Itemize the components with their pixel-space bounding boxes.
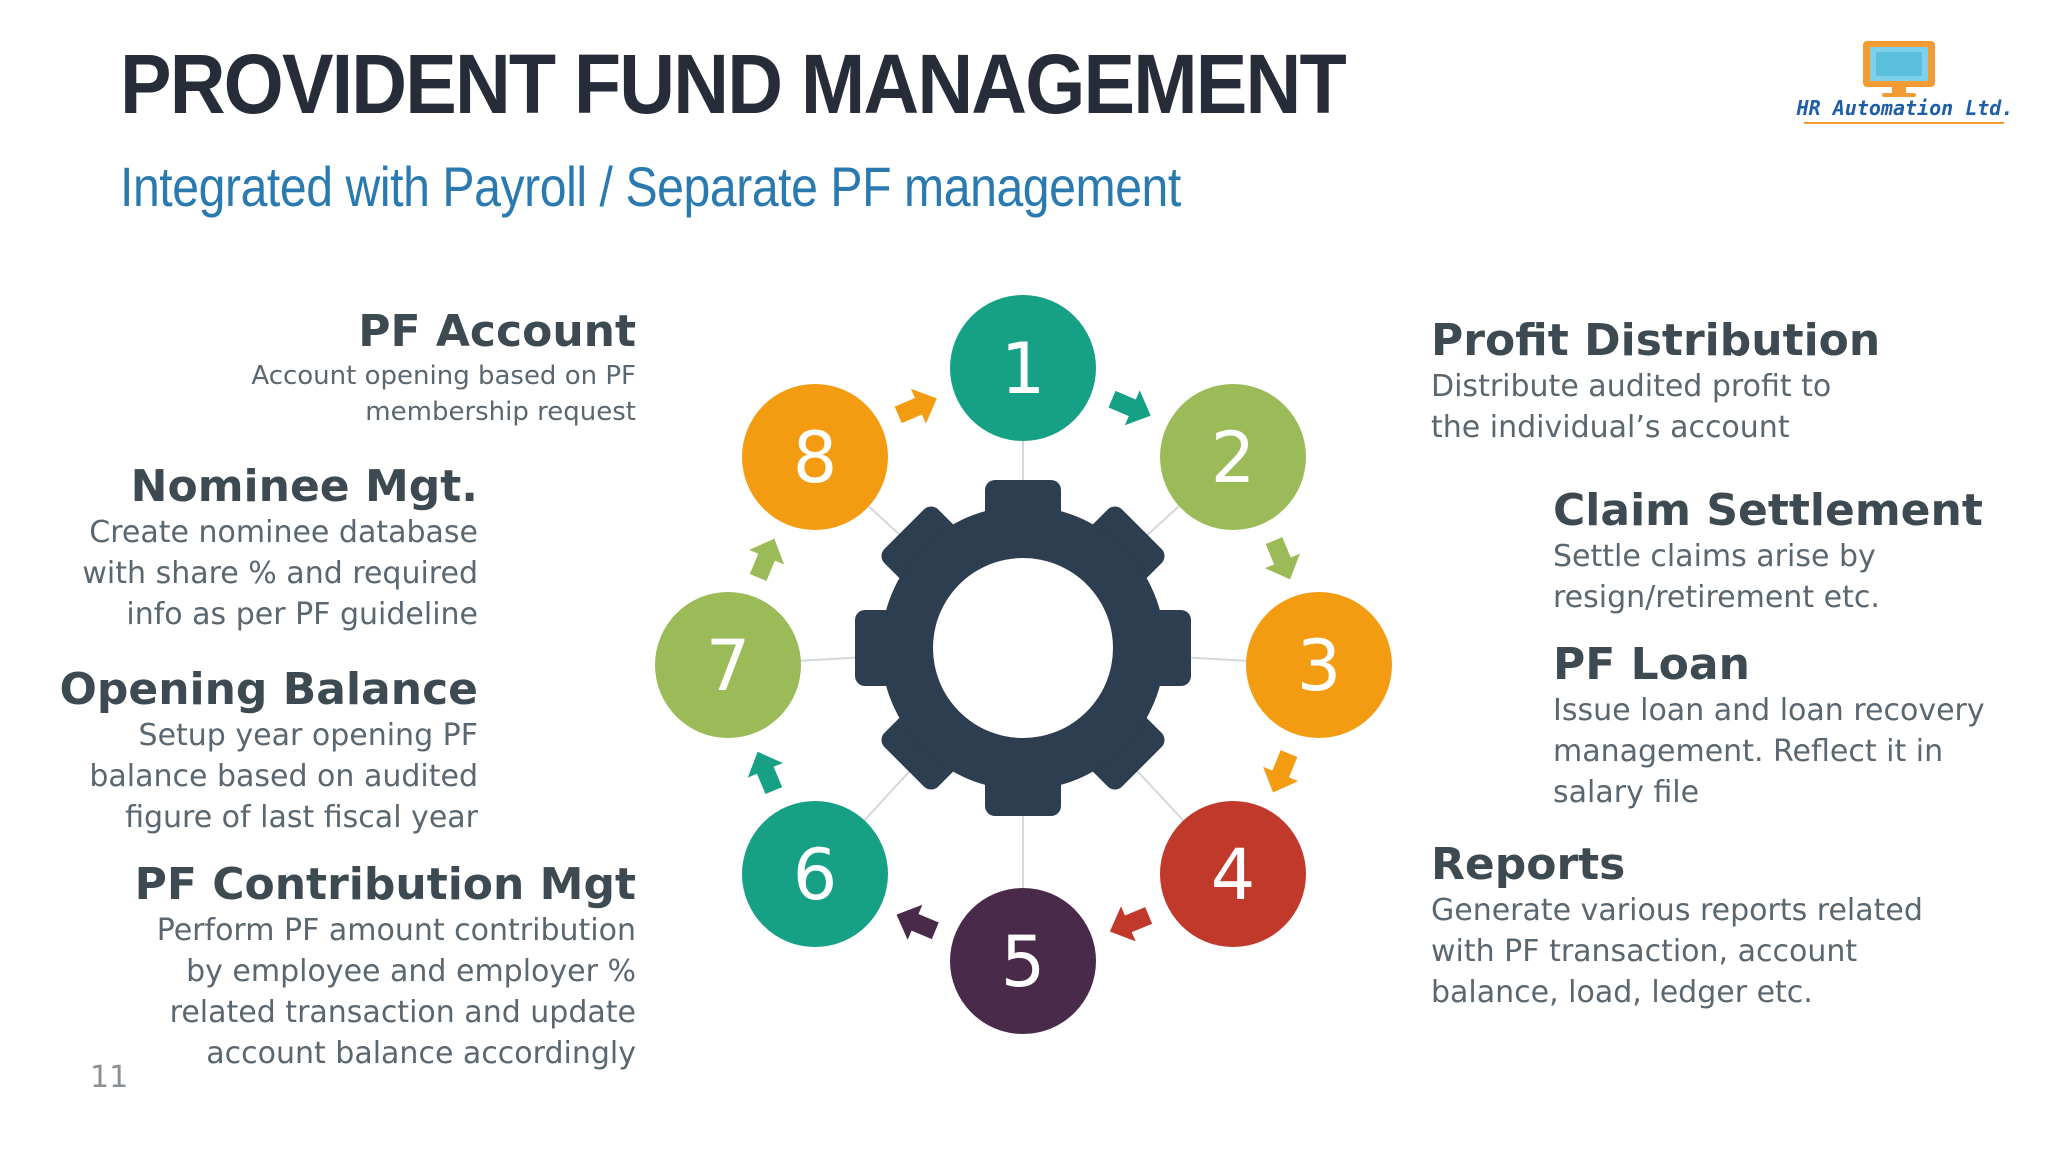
step-number: 8 [793, 417, 838, 499]
item-desc-line: Issue loan and loan recovery [1553, 693, 1985, 728]
item-heading: Nominee Mgt. [130, 461, 478, 512]
item-heading: Claim Settlement [1553, 485, 1983, 536]
opening-balance-block: Opening Balance Setup year opening PF ba… [59, 665, 478, 838]
gear-icon [855, 480, 1191, 816]
item-desc-line: related transaction and update [169, 995, 636, 1030]
item-desc-line: balance, load, ledger etc. [1431, 975, 1813, 1010]
reports-block: Reports Generate various reports related… [1431, 840, 1923, 1013]
step-number: 1 [1001, 328, 1046, 410]
item-desc-line: balance based on audited [89, 759, 478, 794]
gear-tooth [1086, 506, 1165, 585]
item-desc-line: Perform PF amount contribution [156, 913, 636, 948]
flow-arrow [1108, 390, 1151, 426]
pf-account-block: PF Account Account opening based on PF m… [251, 306, 636, 430]
claim-settlement-block: Claim Settlement Settle claims arise by … [1553, 486, 1983, 618]
item-desc-line: management. Reflect it in [1553, 734, 1944, 769]
item-desc-line: Create nominee database [89, 515, 478, 550]
item-desc-line: figure of last fiscal year [125, 800, 478, 835]
item-desc-line: membership request [365, 397, 636, 427]
item-heading: Profit Distribution [1431, 315, 1881, 366]
item-desc-line: Settle claims arise by [1553, 539, 1876, 574]
step-number: 5 [1001, 921, 1046, 1003]
step-circle [742, 801, 888, 947]
step-circle [1160, 801, 1306, 947]
item-desc-line: info as per PF guideline [126, 597, 478, 632]
page-number: 11 [90, 1060, 129, 1095]
gear-tooth [881, 506, 960, 585]
arrow-group [747, 388, 1300, 942]
step-circle [1246, 592, 1392, 738]
flow-arrow [896, 904, 939, 940]
pf-contribution-block: PF Contribution Mgt Perform PF amount co… [135, 860, 636, 1074]
pf-loan-block: PF Loan Issue loan and loan recovery man… [1553, 640, 1985, 813]
gear-tooth [881, 711, 960, 790]
item-desc-line: with PF transaction, account [1431, 934, 1858, 969]
logo-text: HR Automation Ltd. [1796, 96, 2014, 120]
step-circle [655, 592, 801, 738]
flow-arrow [1109, 906, 1153, 942]
item-desc-line: Generate various reports related [1431, 893, 1923, 928]
gear-hole [933, 558, 1113, 738]
item-desc-line: Account opening based on PF [251, 361, 636, 391]
flow-arrow [1263, 750, 1299, 793]
item-desc-line: Distribute audited profit to [1431, 369, 1832, 404]
item-desc-line: Setup year opening PF [138, 718, 478, 753]
step-number: 6 [793, 834, 838, 916]
step-circle [1160, 384, 1306, 530]
flow-arrow [749, 538, 785, 581]
flow-arrow [747, 751, 783, 795]
step-number: 3 [1297, 625, 1342, 707]
item-heading: Reports [1431, 839, 1626, 890]
item-heading: Opening Balance [59, 664, 478, 715]
logo-underline [1804, 122, 2004, 124]
step-number: 4 [1211, 834, 1256, 916]
step-number: 2 [1211, 417, 1256, 499]
monitor-icon [1863, 41, 1935, 97]
flow-arrow [1264, 537, 1300, 580]
step-nodes: 1 2 3 4 5 6 7 8 [655, 295, 1392, 1034]
company-logo: HR Automation Ltd. [1790, 38, 2020, 138]
gear-tooth [1086, 711, 1165, 790]
profit-distribution-block: Profit Distribution Distribute audited p… [1431, 316, 1880, 448]
flow-arrow [894, 388, 937, 424]
item-desc-line: account balance accordingly [206, 1036, 636, 1071]
step-circle [950, 295, 1096, 441]
item-desc-line: the individual’s account [1431, 410, 1790, 445]
item-heading: PF Loan [1553, 639, 1750, 690]
item-desc-line: resign/retirement etc. [1553, 580, 1880, 615]
step-circle [742, 384, 888, 530]
step-number: 7 [706, 625, 751, 707]
item-heading: PF Account [358, 306, 636, 357]
item-heading: PF Contribution Mgt [134, 859, 636, 910]
slide-title: PROVIDENT FUND MANAGEMENT [120, 37, 1347, 131]
nominee-mgt-block: Nominee Mgt. Create nominee database wit… [82, 462, 478, 635]
item-desc-line: with share % and required [82, 556, 478, 591]
item-desc-line: by employee and employer % [186, 954, 636, 989]
item-desc-line: salary file [1553, 775, 1700, 810]
slide-subtitle: Integrated with Payroll / Separate PF ma… [120, 155, 1181, 218]
step-circle [950, 888, 1096, 1034]
